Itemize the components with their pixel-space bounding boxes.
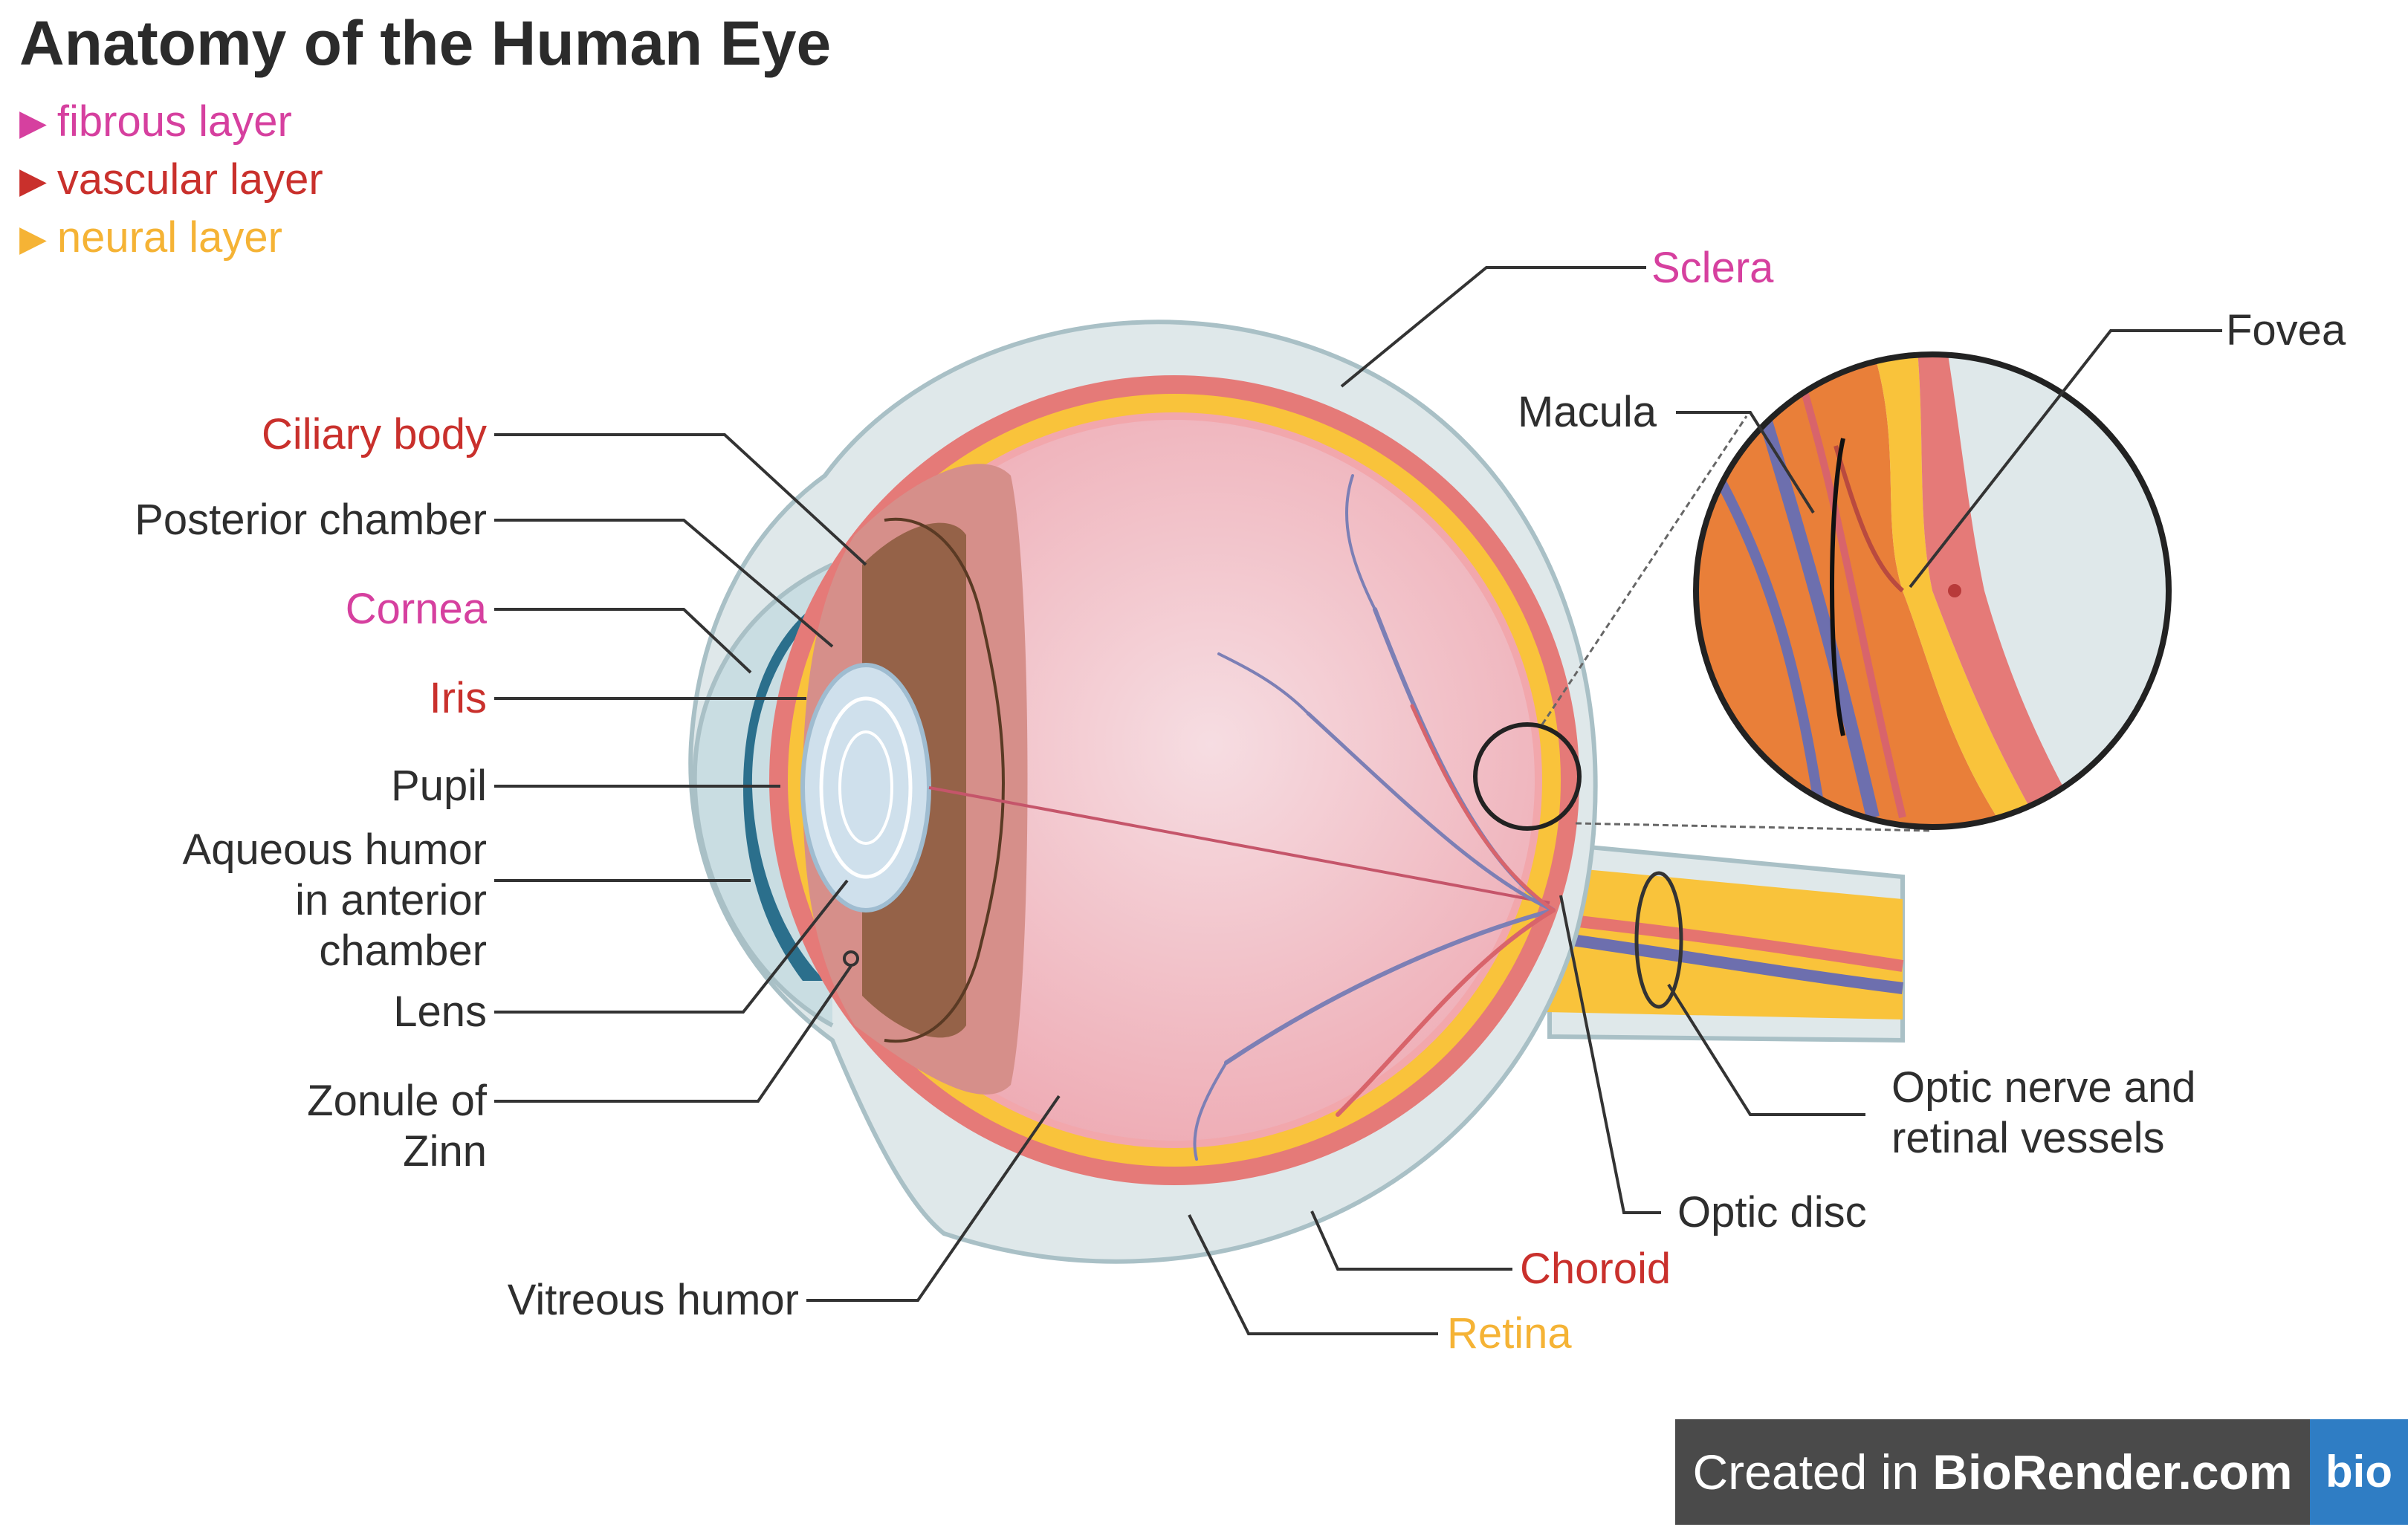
retinal-vessels bbox=[1193, 474, 1556, 1161]
label-iris: Iris bbox=[429, 674, 487, 722]
label-posterior-chamber: Posterior chamber bbox=[135, 496, 487, 544]
label-cornea: Cornea bbox=[345, 585, 487, 633]
label-fovea: Fovea bbox=[2226, 306, 2346, 354]
biorender-badge[interactable]: Created in BioRender.com bio bbox=[1675, 1419, 2408, 1525]
fovea-callout-circle bbox=[1473, 415, 1933, 832]
legend-label: neural layer bbox=[56, 213, 282, 262]
triangle-icon: ▶ bbox=[19, 219, 47, 259]
badge-text: Created in BioRender.com bbox=[1675, 1419, 2310, 1525]
badge-brand: BioRender.com bbox=[1932, 1445, 2293, 1500]
optic-nerve bbox=[1544, 840, 1905, 1043]
legend-fibrous: ▶fibrous layer bbox=[19, 97, 292, 146]
label-aqueous-humor: Aqueous humor in anterior chamber bbox=[183, 825, 487, 976]
label-line: in anterior bbox=[295, 876, 487, 924]
pointer-markers bbox=[843, 950, 859, 967]
label-ciliary-body: Ciliary body bbox=[262, 410, 487, 458]
label-line: Zonule of bbox=[307, 1077, 487, 1125]
legend-label: vascular layer bbox=[56, 155, 323, 204]
label-pupil: Pupil bbox=[391, 762, 487, 810]
legend-label: fibrous layer bbox=[56, 97, 292, 146]
badge-prefix: Created in bbox=[1692, 1445, 1933, 1500]
label-zonule-of-zinn: Zonule of Zinn bbox=[307, 1076, 487, 1177]
label-sclera: Sclera bbox=[1651, 244, 1774, 292]
label-vitreous-humor: Vitreous humor bbox=[507, 1276, 799, 1324]
label-macula: Macula bbox=[1518, 388, 1657, 436]
leader-lines bbox=[494, 266, 2222, 1335]
label-choroid: Choroid bbox=[1520, 1245, 1671, 1293]
lens-shape bbox=[800, 663, 931, 912]
label-retina: Retina bbox=[1447, 1309, 1572, 1358]
optic-axis bbox=[928, 786, 1550, 904]
biorender-logo-icon: bio bbox=[2310, 1419, 2408, 1525]
label-line: Optic nerve and bbox=[1891, 1063, 2196, 1112]
page-title: Anatomy of the Human Eye bbox=[19, 8, 832, 78]
legend-vascular: ▶vascular layer bbox=[19, 155, 323, 204]
label-optic-nerve: Optic nerve and retinal vessels bbox=[1891, 1063, 2195, 1164]
fovea-zoom-inset bbox=[1693, 351, 2172, 830]
label-optic-disc: Optic disc bbox=[1677, 1188, 1867, 1236]
label-lens: Lens bbox=[393, 988, 487, 1036]
label-line: retinal vessels bbox=[1891, 1114, 2165, 1162]
label-line: chamber bbox=[319, 927, 487, 975]
label-line: Aqueous humor bbox=[182, 826, 487, 874]
label-line: Zinn bbox=[403, 1127, 487, 1176]
legend-neural: ▶neural layer bbox=[19, 213, 282, 262]
triangle-icon: ▶ bbox=[19, 161, 47, 201]
triangle-icon: ▶ bbox=[19, 103, 47, 143]
